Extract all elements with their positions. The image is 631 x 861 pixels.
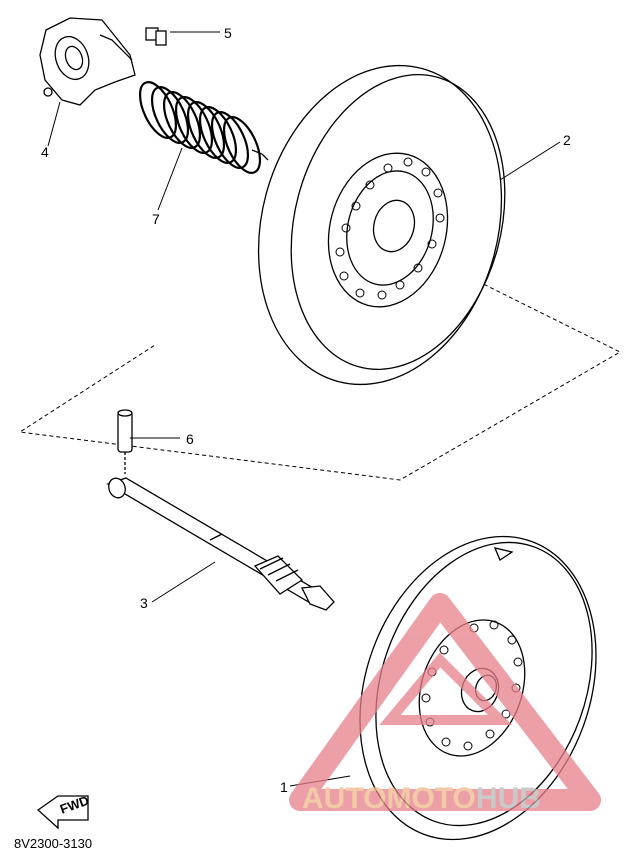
primary-sheave (257, 64, 506, 386)
callout-4: 4 (41, 144, 49, 160)
watermark-logo: AUTOMOTOHUB (289, 593, 601, 815)
callout-6: 6 (186, 431, 194, 447)
drive-shaft (106, 477, 335, 611)
callout-numbers: 1 2 3 4 5 6 7 (41, 25, 571, 795)
watermark-text: AUTOMOTOHUB (302, 782, 541, 815)
part-number: 8V2300-3130 (14, 836, 92, 851)
sheave-bolt-holes (335, 157, 445, 300)
dowel-pin (117, 409, 133, 474)
callout-2: 2 (563, 132, 571, 148)
retaining-screw (145, 27, 167, 46)
callout-7: 7 (152, 211, 160, 227)
assembly-outline (18, 249, 622, 481)
watermark-part2: HUB (476, 782, 541, 815)
forward-arrow-icon: FWD (36, 793, 91, 830)
callout-5: 5 (224, 25, 232, 41)
watermark-part1: AUTOMOTO (302, 782, 476, 815)
spring-seat-cam (39, 17, 136, 106)
callout-1: 1 (280, 779, 288, 795)
callout-3: 3 (140, 595, 148, 611)
compression-spring (138, 81, 269, 174)
